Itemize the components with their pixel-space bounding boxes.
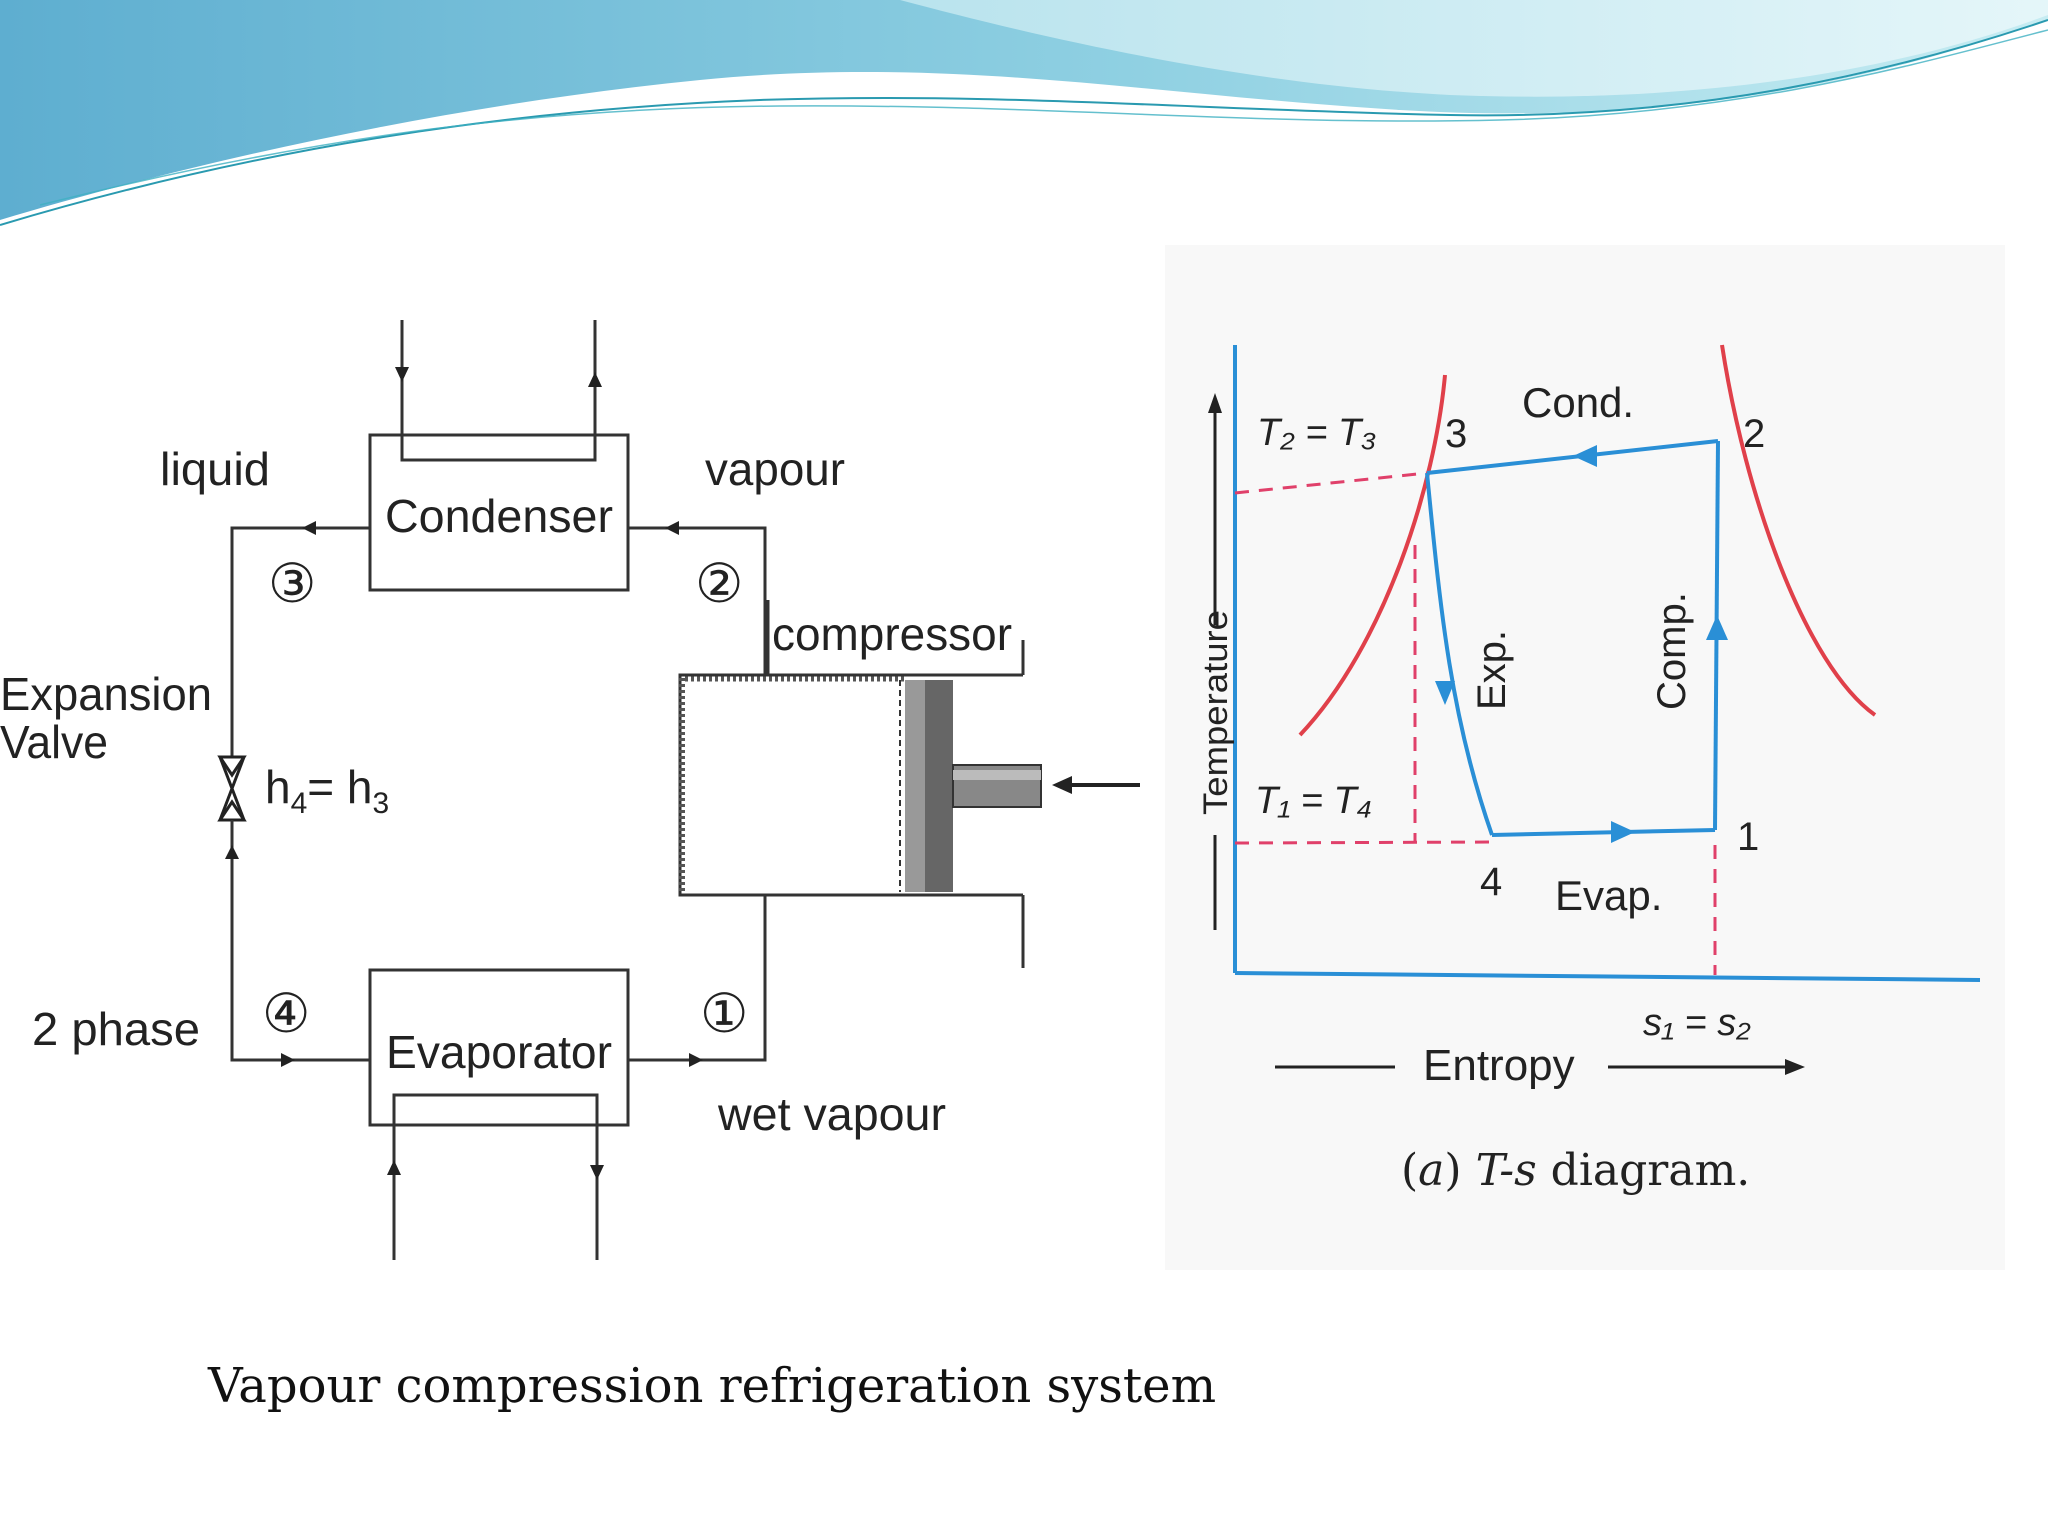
cycle-expansion xyxy=(1425,472,1494,836)
condenser-box xyxy=(368,433,630,592)
expansion-valve-icon xyxy=(217,755,247,822)
state-label-4: 4 xyxy=(1480,860,1502,904)
evaporator-coil xyxy=(392,1093,599,1260)
label-liquid: liquid xyxy=(160,443,270,495)
refrigeration-schematic: liquid Condenser vapour ③ ② compressor E… xyxy=(0,320,1140,1260)
label-t1-t4: T₁ = T₄ xyxy=(1255,780,1372,822)
dashed-t1-t4 xyxy=(1234,840,1493,845)
label-vapour: vapour xyxy=(705,443,845,495)
header-wave-banner xyxy=(0,0,2048,226)
liquid-line xyxy=(230,526,370,757)
label-valve: Valve xyxy=(0,716,108,768)
ts-y-axis-label: Temperature xyxy=(1197,610,1235,815)
slide-caption: Vapour compression refrigeration system xyxy=(208,1358,1217,1414)
label-comp: Comp. xyxy=(1650,592,1694,710)
compressor-cylinder xyxy=(678,673,1023,897)
ts-x-axis-label: Entropy xyxy=(1423,1041,1575,1090)
label-t2-t3: T₂ = T₃ xyxy=(1257,412,1376,454)
ts-diagram: Temperature Entropy T₂ = T₃ T₁ = T₄ s₁ =… xyxy=(1165,245,2005,1270)
condenser-coil xyxy=(400,320,597,462)
state-label-1: 1 xyxy=(1737,815,1759,859)
suction-line xyxy=(628,895,767,1062)
arrow-evap xyxy=(1611,821,1635,843)
label-h4-h3: h4= h3 xyxy=(265,761,389,820)
arrow-comp xyxy=(1706,615,1728,640)
two-phase-line xyxy=(230,845,370,1062)
state-label-3: 3 xyxy=(1445,412,1467,456)
label-exp: Exp. xyxy=(1470,630,1514,710)
label-s1-s2: s₁ = s₂ xyxy=(1643,1002,1751,1044)
cycle-condensation xyxy=(1426,439,1719,475)
cycle-evaporation xyxy=(1491,828,1716,837)
evaporator-box xyxy=(368,968,630,1127)
saturation-curve-left xyxy=(1298,374,1447,737)
label-condenser: Condenser xyxy=(385,490,613,542)
arrow-cond xyxy=(1573,445,1597,467)
label-wet-vapour: wet vapour xyxy=(717,1088,946,1140)
label-compressor: compressor xyxy=(772,608,1012,660)
saturation-curve-right xyxy=(1720,344,1877,717)
label-evaporator: Evaporator xyxy=(386,1026,612,1078)
state-point-4: ④ xyxy=(262,984,310,1044)
ts-x-axis xyxy=(1234,971,1981,982)
ts-diagram-caption: (a) T-s diagram. xyxy=(1401,1145,1750,1196)
state-point-1: ① xyxy=(700,984,748,1044)
label-expansion: Expansion xyxy=(0,668,212,720)
arrow-exp xyxy=(1435,681,1455,705)
state-point-2: ② xyxy=(695,554,743,614)
state-point-3: ③ xyxy=(268,554,316,614)
dashed-t2-t3 xyxy=(1234,471,1428,495)
label-cond: Cond. xyxy=(1522,379,1634,426)
label-two-phase: 2 phase xyxy=(32,1003,200,1055)
state-label-2: 2 xyxy=(1743,412,1765,456)
label-evap: Evap. xyxy=(1555,872,1662,919)
